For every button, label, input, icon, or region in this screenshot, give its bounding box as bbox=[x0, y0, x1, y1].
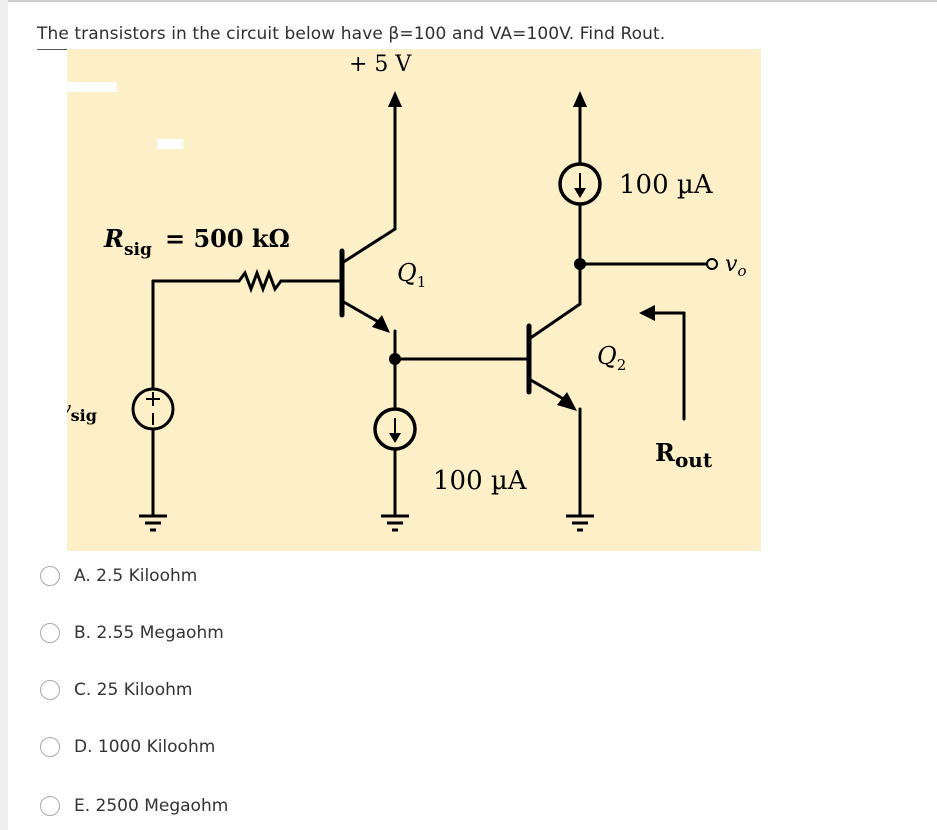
q2-label: Q2 bbox=[597, 342, 626, 374]
vo-subscript: o bbox=[737, 262, 746, 280]
vo-symbol: v bbox=[725, 252, 738, 277]
radio-button-d[interactable] bbox=[40, 737, 60, 757]
output-terminal bbox=[706, 258, 718, 270]
vsig-subscript: sig bbox=[71, 406, 97, 425]
ground-symbols bbox=[139, 514, 594, 532]
rout-label: Rout bbox=[655, 438, 713, 472]
q1-symbol: Q bbox=[397, 259, 417, 287]
option-b[interactable]: B. 2.55 Megaohm bbox=[40, 620, 224, 646]
option-d-label: D. 1000 Kiloohm bbox=[74, 737, 216, 757]
rsig-symbol: R bbox=[103, 224, 124, 253]
vo-label: vo bbox=[725, 252, 746, 280]
signal-source bbox=[131, 387, 175, 431]
option-e[interactable]: E. 2500 Megaohm bbox=[40, 793, 228, 819]
figure-background bbox=[67, 49, 761, 551]
vsig-label: vsig bbox=[67, 396, 97, 425]
blotch bbox=[157, 139, 183, 149]
radio-button-b[interactable] bbox=[40, 623, 60, 643]
option-e-label: E. 2500 Megaohm bbox=[74, 796, 229, 816]
option-a[interactable]: A. 2.5 Kiloohm bbox=[40, 563, 197, 589]
junction-dots bbox=[389, 258, 586, 365]
vsig-symbol: v bbox=[67, 396, 71, 420]
radio-button-c[interactable] bbox=[40, 680, 60, 700]
rsig-label: Rsig bbox=[103, 224, 152, 260]
radio-button-e[interactable] bbox=[40, 796, 60, 816]
current-bottom-label: 100 µA bbox=[433, 466, 528, 496]
q1-subscript: 1 bbox=[417, 273, 427, 291]
option-a-label: A. 2.5 Kiloohm bbox=[74, 566, 198, 586]
top-divider bbox=[8, 0, 937, 2]
blotch bbox=[67, 82, 117, 92]
page-left-strip bbox=[0, 0, 8, 830]
current-source-bottom bbox=[373, 407, 417, 451]
option-c[interactable]: C. 25 Kiloohm bbox=[40, 677, 192, 703]
q2-symbol: Q bbox=[597, 342, 617, 370]
q1-label: Q1 bbox=[397, 259, 426, 291]
current-source-top bbox=[558, 162, 602, 206]
q2-subscript: 2 bbox=[617, 356, 627, 374]
option-b-label: B. 2.55 Megaohm bbox=[74, 623, 224, 643]
question-text: The transistors in the circuit below hav… bbox=[37, 24, 666, 44]
circuit-figure: + 5 V bbox=[67, 49, 761, 551]
rout-subscript: out bbox=[675, 448, 713, 472]
radio-button-a[interactable] bbox=[40, 566, 60, 586]
rout-symbol: R bbox=[655, 438, 676, 467]
circuit-wires bbox=[151, 102, 709, 516]
current-top-label: 100 µA bbox=[619, 170, 714, 200]
option-d[interactable]: D. 1000 Kiloohm bbox=[40, 734, 215, 760]
rsig-value: = 500 kΩ bbox=[165, 224, 290, 253]
supply-label: + 5 V bbox=[349, 52, 412, 77]
rsig-subscript: sig bbox=[124, 240, 152, 260]
option-c-label: C. 25 Kiloohm bbox=[74, 680, 193, 700]
arrowheads bbox=[372, 91, 655, 411]
